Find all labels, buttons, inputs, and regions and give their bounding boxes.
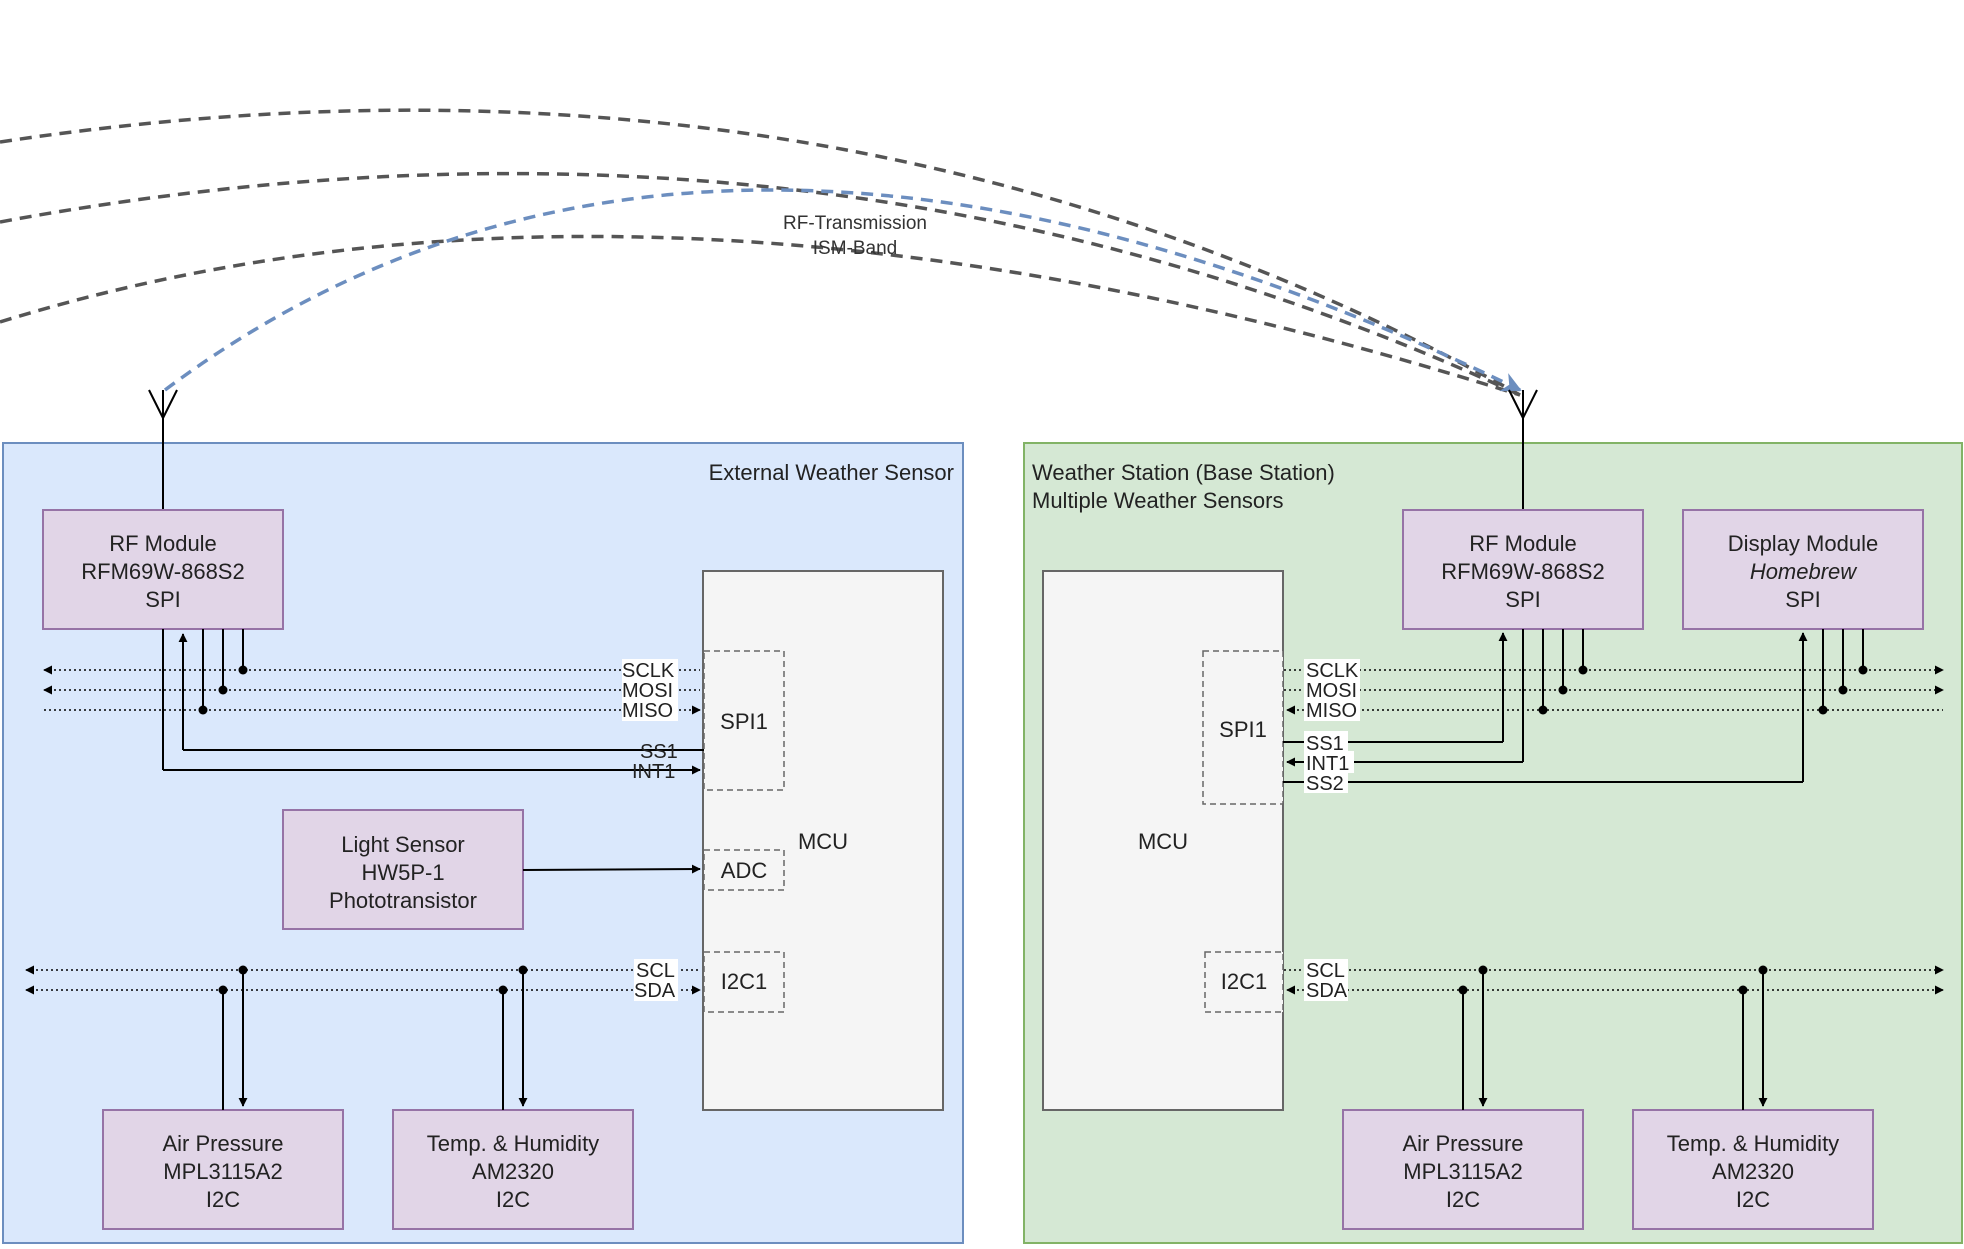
light-sensor-wire [522,864,701,874]
air-pressure-bus: I2C [206,1187,240,1212]
temp-humidity-module: Temp. & Humidity AM2320 I2C [392,1109,634,1230]
spi-port [1202,650,1284,805]
mcu-label: MCU [1138,829,1188,854]
temp-humidity-bus: I2C [496,1187,530,1212]
air-pressure-name: Air Pressure [162,1131,283,1156]
air-pressure-bus: I2C [1446,1187,1480,1212]
signal-sclk: SCLK [622,660,675,682]
rf-module: RF Module RFM69W-868S2 SPI [42,509,284,630]
rf-module: RF Module RFM69W-868S2 SPI [1402,509,1644,630]
adc-port [703,849,785,891]
junction-dots [1458,965,1768,995]
spi-signal-labels: SCLK MOSI MISO SS1 INT1 [622,659,678,783]
signal-mosi: MOSI [1306,680,1357,702]
base-station-title-line2: Multiple Weather Sensors [1032,488,1284,513]
signal-scl: SCL [1306,960,1345,982]
rf-module-part: RFM69W-868S2 [81,559,244,584]
adc-port-label: ADC [721,858,768,883]
rf-transmission-links [0,108,1522,397]
signal-miso: MISO [1306,700,1357,722]
i2c-signal-labels: SCL SDA [634,959,678,1002]
signal-scl: SCL [636,960,675,982]
signal-sda: SDA [634,980,676,1002]
light-sensor-name: Light Sensor [341,832,465,857]
junction-dots [1538,665,1868,715]
temp-humidity-name: Temp. & Humidity [427,1131,599,1156]
rf-link-active [163,188,1522,392]
display-module-type: Homebrew [1750,559,1858,584]
signal-mosi: MOSI [622,680,673,702]
signal-miso: MISO [622,700,673,722]
rf-link-label-line1: RF-Transmission [783,213,927,234]
i2c-drop-wires [1462,970,1768,1110]
air-pressure-module: Air Pressure MPL3115A2 I2C [1342,1109,1584,1230]
temp-humidity-name: Temp. & Humidity [1667,1131,1839,1156]
temp-humidity-module: Temp. & Humidity AM2320 I2C [1632,1109,1874,1230]
rf-link-other-1 [0,108,1521,397]
rf-module-name: RF Module [109,531,217,556]
signal-int1: INT1 [1306,753,1349,775]
signal-sda: SDA [1306,980,1348,1002]
base-station-title-line1: Weather Station (Base Station) [1032,460,1335,485]
temp-humidity-bus: I2C [1736,1187,1770,1212]
air-pressure-part: MPL3115A2 [1403,1159,1522,1184]
rf-module-bus: SPI [145,587,180,612]
light-sensor-type: Phototransistor [329,888,477,913]
rf-module-bus: SPI [1505,587,1540,612]
temp-humidity-part: AM2320 [1712,1159,1794,1184]
junction-dots [198,665,248,715]
antenna-icon [148,389,178,510]
i2c-port [703,951,785,1013]
display-module: Display Module Homebrew SPI [1682,509,1924,630]
spi-bus-wires [1284,665,1944,715]
rf-module-part: RFM69W-868S2 [1441,559,1604,584]
air-pressure-module: Air Pressure MPL3115A2 I2C [102,1109,344,1230]
spi-bus-wires [43,665,701,715]
signal-sclk: SCLK [1306,660,1359,682]
i2c-port-label: I2C1 [1221,969,1267,994]
antenna-icon [1508,389,1538,510]
signal-ss2: SS2 [1306,773,1344,795]
i2c-bus-wires [1284,965,1944,995]
spi-signal-labels: SCLK MOSI MISO SS1 INT1 SS2 [1304,659,1360,795]
i2c-signal-labels: SCL SDA [1304,959,1348,1002]
spi-drop-wires [162,629,704,775]
air-pressure-name: Air Pressure [1402,1131,1523,1156]
signal-ss1: SS1 [640,741,678,763]
temp-humidity-part: AM2320 [472,1159,554,1184]
signal-ss1: SS1 [1306,733,1344,755]
external-sensor-title: External Weather Sensor [709,460,954,485]
spi-port-label: SPI1 [720,709,768,734]
spi-port [703,650,785,791]
air-pressure-part: MPL3115A2 [163,1159,282,1184]
rf-link-other-2 [0,171,1521,397]
i2c-drop-wires [222,970,528,1110]
rf-link-other-3 [0,234,1521,397]
junction-dots [218,965,528,995]
i2c-bus-wires [25,965,701,995]
light-sensor-part: HW5P-1 [361,860,444,885]
signal-int1: INT1 [632,761,675,783]
display-module-name: Display Module [1728,531,1878,556]
rf-link-label-line2: ISM-Band [813,238,897,259]
i2c-port-label: I2C1 [721,969,767,994]
mcu-label: MCU [798,829,848,854]
light-sensor-module: Light Sensor HW5P-1 Phototransistor [282,809,524,930]
spi-port-label: SPI1 [1219,717,1267,742]
display-module-bus: SPI [1785,587,1820,612]
i2c-port [1204,951,1284,1013]
rf-module-name: RF Module [1469,531,1577,556]
